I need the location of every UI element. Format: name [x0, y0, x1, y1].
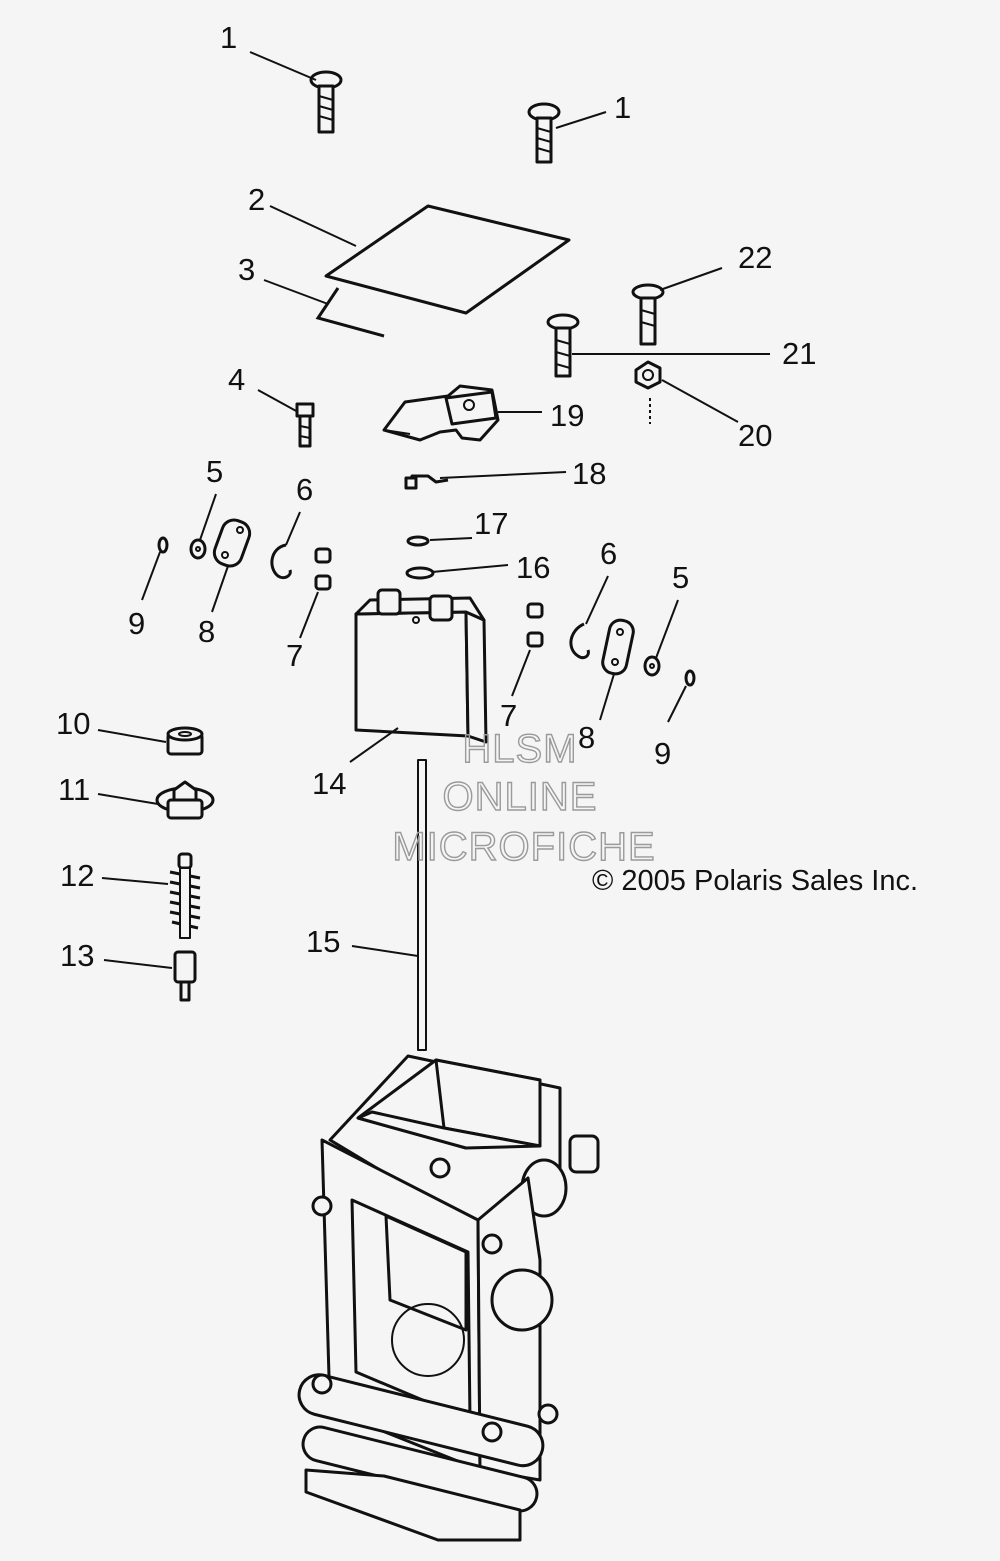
- throttle-slide-part-14: [354, 588, 488, 744]
- bracket-part-19: [382, 384, 500, 442]
- callout-5-right: 5: [672, 560, 689, 595]
- cover-plate-part-2: [324, 204, 571, 315]
- callout-labels: 1 1 2 3 22 21 4 19 20 18 5 6 17 16 6 5 9…: [56, 20, 816, 973]
- callout-12: 12: [60, 858, 94, 893]
- callout-11: 11: [58, 772, 90, 807]
- cap-part-10: [166, 726, 204, 756]
- watermark: HLSM ONLINE MICROFICHE: [392, 726, 656, 869]
- copyright-notice: © 2005 Polaris Sales Inc.: [592, 865, 918, 897]
- callout-5-left: 5: [206, 454, 223, 489]
- callout-18: 18: [572, 456, 606, 491]
- callout-7-left: 7: [286, 638, 303, 673]
- plunger-part-13: [173, 950, 197, 1002]
- nut-part-20: [634, 360, 662, 424]
- bushing-part-7-right: [526, 602, 544, 648]
- screw-part-22: [631, 283, 665, 346]
- washer-part-5-left: [189, 538, 207, 560]
- callout-6-left: 6: [296, 472, 313, 507]
- callout-6-right: 6: [600, 536, 617, 571]
- callout-7-right: 7: [500, 698, 517, 733]
- callout-19: 19: [550, 398, 584, 433]
- screw-part-21: [546, 313, 580, 378]
- gasket-part-3: [315, 287, 385, 338]
- nut-part-11: [155, 780, 215, 820]
- callout-2: 2: [248, 182, 265, 217]
- callout-8-left: 8: [198, 614, 215, 649]
- spring-part-12: [169, 852, 201, 939]
- lever-part-18: [404, 474, 449, 490]
- callout-9-left: 9: [128, 606, 145, 641]
- e-clip-part-6-right: [569, 622, 590, 660]
- callout-13: 13: [60, 938, 94, 973]
- jet-needle-part-15: [417, 759, 427, 1051]
- callout-15: 15: [306, 924, 340, 959]
- clip-part-17: [406, 535, 430, 547]
- callout-14: 14: [312, 766, 346, 801]
- bolt-part-4: [295, 402, 315, 448]
- callout-1-left: 1: [220, 20, 237, 55]
- watermark-line-2: ONLINE: [443, 775, 598, 819]
- screw-part-1-right: [527, 102, 561, 164]
- callout-10: 10: [56, 706, 90, 741]
- clip-part-9-right: [684, 669, 696, 687]
- callout-1-right: 1: [614, 90, 631, 125]
- callout-17: 17: [474, 506, 508, 541]
- link-plate-part-8-left: [212, 518, 252, 568]
- callout-9-right: 9: [654, 736, 671, 771]
- bushing-part-7-left: [314, 547, 332, 591]
- callout-21: 21: [782, 336, 816, 371]
- callout-22: 22: [738, 240, 772, 275]
- e-clip-part-6-left: [270, 543, 292, 580]
- watermark-line-1: HLSM: [462, 727, 577, 771]
- watermark-line-3: MICROFICHE: [392, 825, 655, 869]
- leader-lines: [97, 51, 770, 969]
- link-plate-part-8-right: [601, 618, 635, 676]
- carburetor-body: [297, 1054, 600, 1542]
- callout-20: 20: [738, 418, 772, 453]
- washer-part-16: [405, 566, 435, 580]
- washer-part-5-right: [643, 655, 661, 677]
- callout-8-right: 8: [578, 720, 595, 755]
- callout-4: 4: [228, 362, 245, 397]
- callout-3: 3: [238, 252, 255, 287]
- callout-16: 16: [516, 550, 550, 585]
- screw-part-1-left: [309, 70, 343, 134]
- clip-part-9-left: [157, 536, 169, 554]
